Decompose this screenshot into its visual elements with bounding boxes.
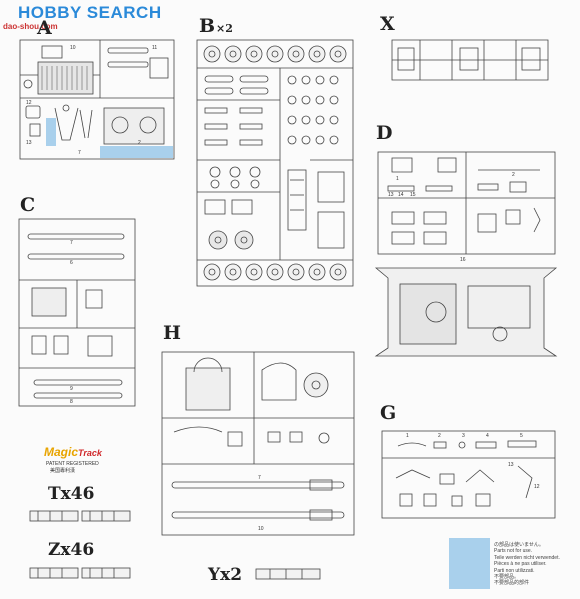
sprue-g-letter: G	[380, 402, 397, 424]
hobby-search-logo: HOBBY SEARCH	[18, 3, 162, 23]
note-line: Parti non utilizzati.	[494, 567, 535, 574]
note-line: Pièces à ne pas utiliser.	[494, 561, 547, 568]
not-for-use-swatch	[449, 538, 490, 589]
site-text: dao-shou.com	[3, 22, 58, 31]
part-num: 5	[520, 433, 523, 439]
part-num: 15	[410, 192, 416, 198]
zx46-label: Zx46	[48, 540, 95, 560]
chinese-line: 美国專利漢	[50, 468, 76, 474]
part-num: 11	[152, 45, 158, 51]
note-line: Parts not for use.	[494, 548, 533, 555]
sprue-x-frame	[391, 39, 549, 81]
note-line: の部品は使いません。	[494, 542, 544, 548]
sprue-h-letter: H	[163, 322, 181, 344]
note-line: 不要部品的部件	[494, 580, 530, 587]
part-num: 7	[78, 150, 81, 156]
sprue-b-road-wheels-bottom	[203, 263, 347, 281]
sprue-g-frame	[381, 430, 556, 519]
zx46-track-links	[29, 567, 131, 579]
part-num: 1	[396, 176, 399, 182]
not-for-use-note: の部品は使いません。 Parts not for use. Teile werd…	[494, 542, 560, 587]
sprue-h-frame	[161, 351, 355, 536]
sprue-b-letter: B	[199, 15, 216, 37]
sprue-a-frame	[19, 39, 175, 160]
part-num: 8	[70, 399, 73, 405]
sprue-b-multiplier: ×2	[216, 22, 233, 35]
part-num: 14	[398, 192, 404, 198]
part-num: 13	[26, 140, 32, 146]
part-num: 2	[138, 140, 141, 146]
part-num: 7	[258, 475, 261, 481]
part-num: 12	[534, 484, 540, 490]
sprue-a-letter: A	[37, 17, 52, 39]
part-num: 12	[26, 100, 32, 106]
yx2-part	[255, 568, 321, 580]
tx46-label: Tx46	[48, 484, 95, 504]
note-line: Teile werden nicht verwendet.	[494, 554, 560, 561]
part-num: 7	[70, 240, 73, 246]
part-num: 2	[438, 433, 441, 439]
sprue-b-road-wheels-top	[203, 45, 347, 63]
part-num: 3	[462, 433, 465, 439]
part-num: 9	[70, 386, 73, 392]
sprue-d-frame	[377, 151, 556, 255]
part-num: 1	[406, 433, 409, 439]
part-num: 6	[70, 260, 73, 266]
site-watermark: dao-shou.com	[3, 22, 58, 31]
sprue-c-letter: C	[20, 194, 36, 216]
yx2-label: Yx2	[208, 565, 243, 585]
note-line: 不要部品。	[494, 574, 520, 581]
logo-text: HOBBY SEARCH	[18, 3, 162, 22]
part-num: 2	[512, 172, 515, 178]
magic-track-logo-part2: Track	[78, 448, 102, 458]
part-num: 10	[258, 526, 264, 532]
part-num: 13	[508, 462, 514, 468]
patent-line: PATENT REGISTERED	[46, 461, 99, 467]
sprue-b-frame	[196, 39, 354, 287]
part-num: 16	[460, 257, 466, 263]
tx46-track-links	[29, 510, 131, 522]
part-num: 4	[486, 433, 489, 439]
sprue-d-letter: D	[376, 122, 393, 144]
part-num: 10	[70, 45, 76, 51]
sprue-x-letter: X	[380, 13, 395, 35]
sprue-d-hull-plate	[374, 267, 558, 357]
magic-track-logo: MagicTrack	[44, 445, 102, 459]
magic-track-logo-part1: Magic	[44, 445, 79, 459]
sprue-c-frame	[18, 218, 136, 407]
part-num: 13	[388, 192, 394, 198]
sprue-b-small-parts	[204, 75, 345, 250]
